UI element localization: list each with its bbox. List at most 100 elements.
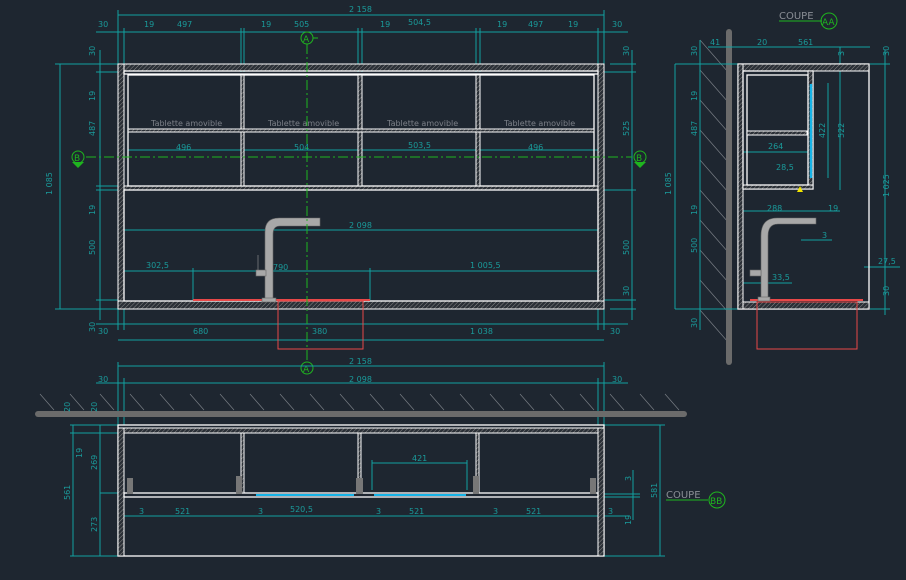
dim-text: 30 (882, 46, 891, 56)
dim-text: 1 005,5 (470, 261, 501, 270)
dim-right-chain: 30 525 500 30 (622, 46, 631, 296)
dim-text: 525 (622, 121, 631, 136)
wall-hatch (39, 393, 680, 411)
dim-text: 30 (690, 46, 699, 56)
sink-basin (756, 301, 858, 350)
shelf-label: Tablette amovible (267, 119, 339, 128)
section-tag: AA (822, 18, 835, 28)
faucet-icon (255, 217, 321, 303)
dim-text: 503,5 (408, 141, 431, 150)
dim-text: 288 (767, 204, 782, 213)
dim-top: 41 20 561 3 (710, 38, 846, 56)
wall-hatch (699, 39, 729, 343)
hinge-icons (127, 476, 596, 494)
dim-text: 500 (88, 240, 97, 255)
dim-text: 3 (837, 51, 846, 56)
dim-total: 1 085 (664, 172, 673, 195)
dim-right: 30 27,5 30 (878, 46, 896, 296)
dim-text: 19 (624, 515, 633, 525)
dim-overall: 2 158 (349, 357, 372, 366)
dim-text: 30 (98, 375, 108, 384)
dim-left: 30 19 487 19 500 30 (690, 46, 699, 328)
dim-text: 19 (380, 20, 390, 29)
dim-inner: 2 098 (349, 375, 372, 384)
dim-text: 1 038 (470, 327, 493, 336)
section-marker-b-left: B (71, 150, 85, 168)
right-panel (597, 63, 605, 310)
sink-basin (277, 300, 364, 350)
dim-text: 19 (88, 205, 97, 215)
right-panel (597, 427, 605, 557)
dim-bottom-row: 3 521 3 520,5 3 521 3 521 3 (139, 505, 613, 516)
warning-marker-icon (797, 186, 803, 192)
marker-text: B (74, 154, 80, 164)
dim-text: 30 (612, 375, 622, 384)
dim-text: 20 (63, 402, 72, 412)
dim-text: 496 (528, 143, 543, 152)
dim-text: 504,5 (408, 18, 431, 27)
dim-text: 19 (144, 20, 154, 29)
front-elevation: 2 158 30 19 497 19 505 19 504,5 19 497 1… (45, 5, 647, 375)
dim-text: 269 (90, 455, 99, 470)
dim-shelf-widths: 496 504 503,5 496 (176, 141, 543, 152)
dim-left-total: 1 085 (45, 172, 54, 195)
dim-text: 487 (690, 121, 699, 136)
dim-inner-width: 2 098 (349, 221, 372, 230)
dim-text: 28,5 (776, 163, 794, 172)
shelf-label: Tablette amovible (386, 119, 458, 128)
dim-text: 380 (312, 327, 327, 336)
dim-drawer: 421 (412, 454, 427, 463)
dim-text: 30 (88, 322, 97, 332)
dim-text: 30 (88, 46, 97, 56)
dim-text: 30 (610, 327, 620, 336)
marker-text: B (636, 154, 642, 164)
section-tag: BB (710, 497, 722, 507)
dim-text: 20 (757, 38, 767, 47)
dim-text: 19 (75, 448, 84, 458)
dim-text: 3 (139, 507, 144, 516)
dim-text: 30 (612, 20, 622, 29)
dim-text: 521 (175, 507, 190, 516)
dim-text: 19 (261, 20, 271, 29)
dim-text: 3 (822, 231, 827, 240)
dim-text: 790 (273, 263, 288, 272)
dim-text: 561 (63, 485, 72, 500)
section-marker-a-top: A (300, 31, 318, 45)
shelf-label: Tablette amovible (503, 119, 575, 128)
dim-text: 302,5 (146, 261, 169, 270)
dim-text: 581 (650, 483, 659, 498)
dim-top-row: 30 19 497 19 505 19 504,5 19 497 19 30 (98, 18, 622, 29)
dim-text: 30 (690, 318, 699, 328)
dim-text: 19 (690, 91, 699, 101)
dim-text: 522 (837, 123, 846, 138)
shelves (127, 128, 595, 133)
dim-text: 521 (409, 507, 424, 516)
dim-text: 500 (622, 240, 631, 255)
dim-text: 41 (710, 38, 720, 47)
back-panel (123, 427, 599, 434)
dim-text: 3 (624, 476, 633, 481)
left-panel (117, 63, 125, 310)
dim-text: 561 (798, 38, 813, 47)
dim-text: 422 (818, 123, 827, 138)
dim-text: 504 (294, 143, 309, 152)
shelf-label: Tablette amovible (150, 119, 222, 128)
dim-bottom-row: 30 680 380 1 038 30 (98, 327, 620, 336)
section-aa: COUPE AA 41 (664, 11, 900, 365)
section-title: COUPE (666, 490, 701, 501)
plan-bb: 2 158 2 098 30 30 421 20 20 19 269 561 2… (35, 357, 726, 557)
dim-right: 3 19 581 (624, 476, 659, 525)
dim-left-chain: 30 19 487 19 500 30 (88, 46, 97, 332)
dim-text: 264 (768, 142, 783, 151)
dim-overall: 2 158 (349, 5, 372, 14)
dim-text: 27,5 (878, 257, 896, 266)
dim-text: 30 (882, 286, 891, 296)
back-panel (737, 63, 744, 310)
dim-text: 19 (690, 205, 699, 215)
dim-text: 19 (828, 204, 838, 213)
dim-text: 19 (497, 20, 507, 29)
section-marker-a-bottom: A (300, 361, 314, 375)
marker-text: A (303, 35, 310, 45)
dim-text: 19 (568, 20, 578, 29)
